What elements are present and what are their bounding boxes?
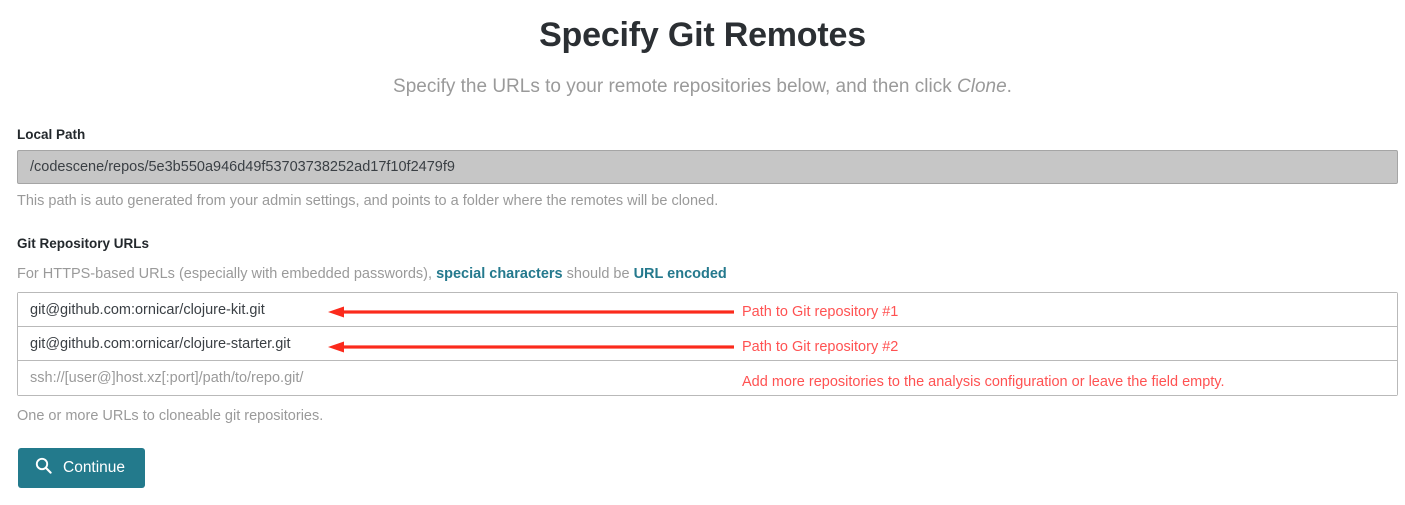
git-repository-url-row-3[interactable] <box>18 361 1397 395</box>
local-path-label: Local Path <box>17 127 86 142</box>
local-path-help-text: This path is auto generated from your ad… <box>17 193 719 209</box>
git-urls-bottom-help-text: One or more URLs to cloneable git reposi… <box>17 408 324 424</box>
page-subtitle-pre: Specify the URLs to your remote reposito… <box>393 76 957 97</box>
git-urls-help-pre: For HTTPS-based URLs (especially with em… <box>17 266 437 282</box>
special-characters-link[interactable]: special characters <box>436 266 563 282</box>
git-repository-url-input-3[interactable] <box>18 361 1397 395</box>
continue-button-label: Continue <box>63 459 126 476</box>
git-repository-url-input-2[interactable] <box>18 327 1397 360</box>
git-repository-url-list <box>17 292 1398 396</box>
git-repository-url-row-2[interactable] <box>18 327 1397 361</box>
git-repository-url-input-1[interactable] <box>18 293 1397 326</box>
git-repository-urls-label: Git Repository URLs <box>17 236 150 251</box>
local-path-input <box>17 150 1398 184</box>
continue-button[interactable]: Continue <box>18 448 146 488</box>
git-urls-help-mid: should be <box>562 266 634 282</box>
search-icon <box>35 457 52 479</box>
git-repository-url-row-1[interactable] <box>18 293 1397 327</box>
page-subtitle-post: . <box>1006 76 1012 97</box>
page-subtitle: Specify the URLs to your remote reposito… <box>0 74 1405 100</box>
git-urls-help-text: For HTTPS-based URLs (especially with em… <box>17 264 727 284</box>
page-title: Specify Git Remotes <box>539 16 866 54</box>
page-subtitle-emphasis: Clone <box>957 76 1007 97</box>
url-encoded-link[interactable]: URL encoded <box>633 266 727 282</box>
